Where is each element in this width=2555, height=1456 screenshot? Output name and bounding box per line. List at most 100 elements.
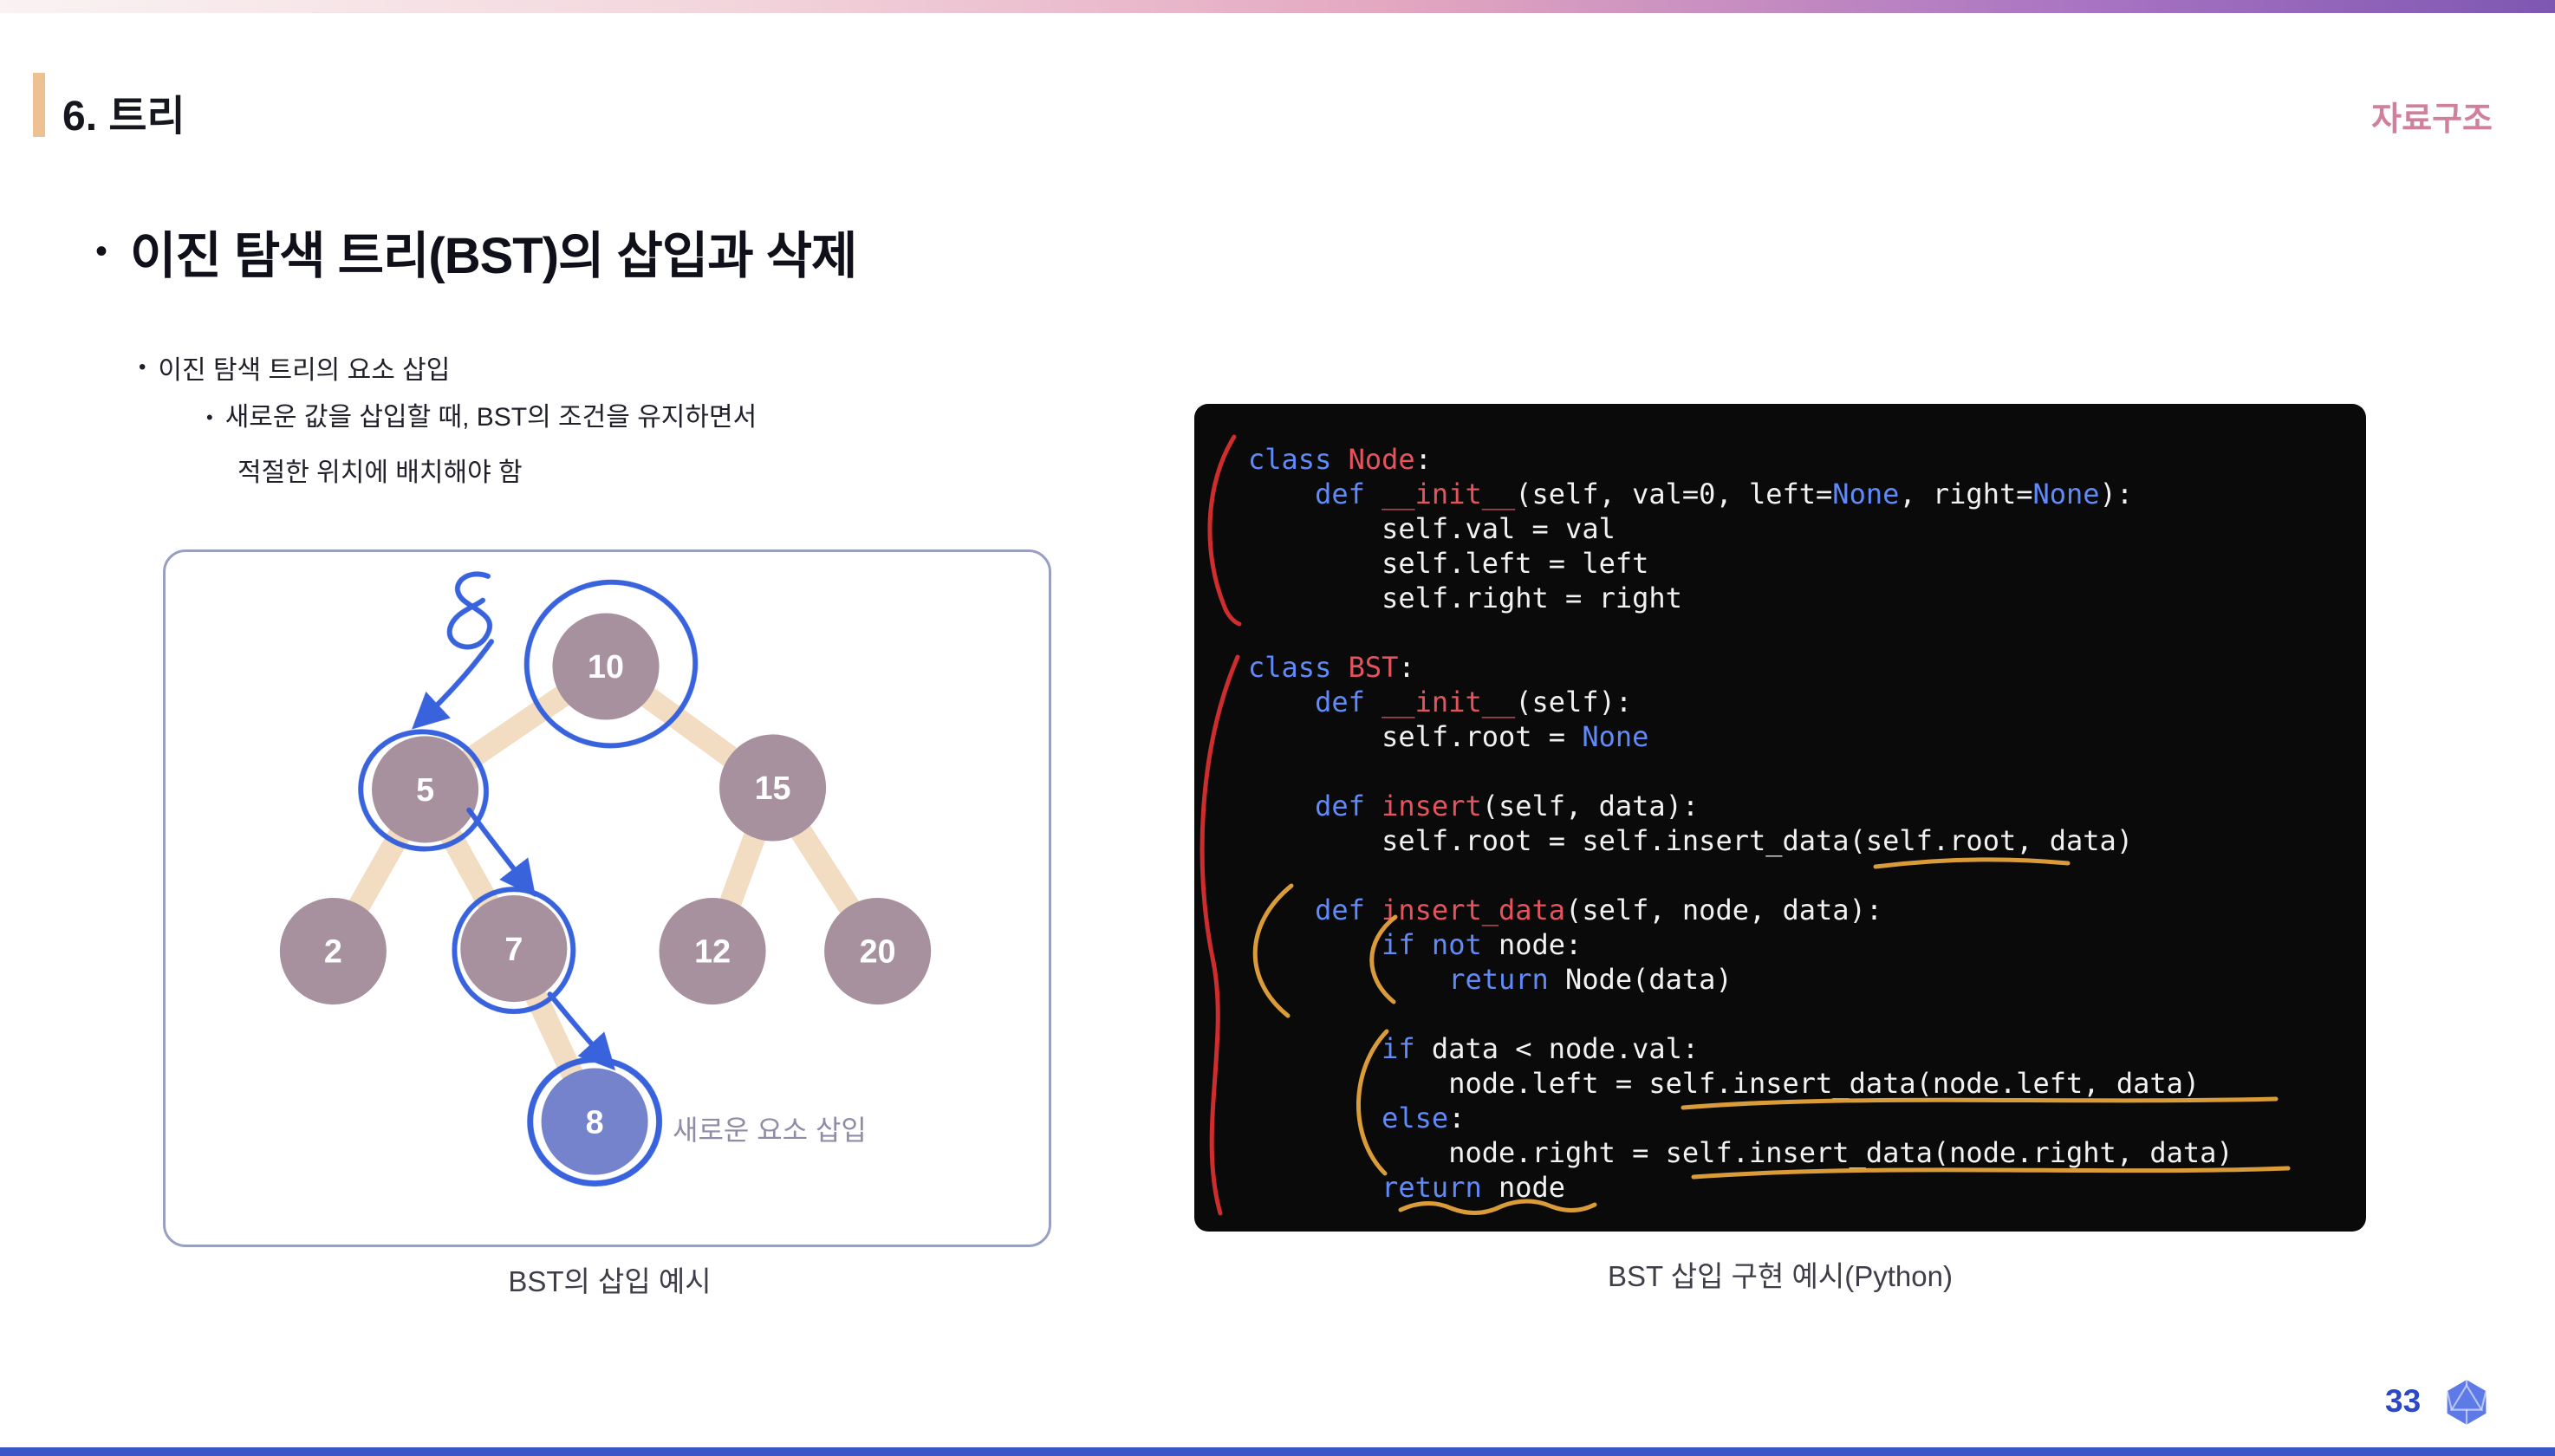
code-token: self.val = val	[1248, 512, 1616, 545]
code-token: ):	[2099, 478, 2134, 510]
code-line	[1248, 754, 2233, 789]
code-token: class	[1248, 651, 1349, 684]
code-token: self.right = right	[1248, 582, 1682, 614]
code-token: node:	[1481, 928, 1583, 961]
code-token: insert	[1382, 790, 1482, 822]
sub-bullet-text: 이진 탐색 트리의 요소 삽입	[158, 356, 451, 385]
sub-sub-line1: 새로운 값을 삽입할 때, BST의 조건을 유지하면서	[224, 403, 757, 432]
main-heading: • 이진 탐색 트리(BST)의 삽입과 삭제	[95, 215, 857, 288]
slide-title: 6. 트리	[62, 94, 185, 140]
code-token: , right=	[1899, 478, 2033, 510]
diagram-caption: BST의 삽입 예시	[508, 1265, 712, 1297]
code-token: (self):	[1515, 686, 1633, 718]
tree-node-new: 8	[541, 1068, 648, 1175]
tree-node: 10	[552, 613, 660, 720]
code-token	[1248, 928, 1382, 961]
tree-node-value: 7	[504, 931, 523, 967]
code-line: node.right = self.insert_data(node.right…	[1248, 1135, 2233, 1170]
handwritten-annotations	[358, 571, 699, 1187]
sub-sub-line2: 적절한 위치에 배치해야 함	[237, 458, 523, 487]
title-accent-bar	[33, 73, 45, 137]
code-token	[1248, 1102, 1382, 1134]
main-heading-text: 이진 탐색 트리(BST)의 삽입과 삭제	[130, 228, 857, 284]
tree-node-value: 15	[755, 770, 791, 806]
code-token: None	[1582, 720, 1649, 753]
code-token: None	[2032, 478, 2100, 510]
code-line: class BST:	[1248, 650, 2233, 685]
code-token	[1248, 1171, 1382, 1204]
tree-node: 20	[824, 898, 932, 1005]
code-line: def insert(self, data):	[1248, 789, 2233, 823]
top-gradient-bar	[0, 0, 2555, 13]
code-token: None	[1832, 478, 1900, 510]
code-token: node	[1481, 1171, 1566, 1204]
code-line: self.val = val	[1248, 511, 2233, 546]
tree-node-value: 20	[860, 933, 896, 970]
bst-diagram-card: 10 5 15 2 7 12 20 8 새로운 요소 삽입	[163, 549, 1051, 1247]
sub-sub-bullet: • 새로운 값을 삽입할 때, BST의 조건을 유지하면서 적절한 위치에 배…	[206, 390, 757, 501]
bst-tree-figure: 10 5 15 2 7 12 20 8	[279, 571, 932, 1187]
circle-around-node-10	[523, 579, 699, 749]
tree-node-value: 2	[324, 933, 342, 970]
code-token: __init__	[1382, 478, 1516, 510]
circle-around-node-5	[358, 729, 489, 852]
code-token: return	[1448, 963, 1549, 996]
code-line: if data < node.val:	[1248, 1031, 2233, 1066]
handwritten-eight	[446, 571, 493, 650]
tree-node: 2	[279, 898, 387, 1005]
code-line: self.root = self.insert_data(self.root, …	[1248, 823, 2233, 858]
logo-icon	[2446, 1380, 2487, 1425]
code-token	[1248, 963, 1448, 996]
tree-node: 15	[719, 734, 827, 842]
code-line: def insert_data(self, node, data):	[1248, 893, 2233, 927]
tree-node: 5	[372, 736, 479, 843]
code-line: if not node:	[1248, 927, 2233, 962]
code-token: node.right = self.insert_data(node.right…	[1248, 1136, 2233, 1169]
code-panel: class Node: def __init__(self, val=0, le…	[1194, 404, 2366, 1232]
code-token: __init__	[1382, 686, 1516, 718]
code-token: :	[1414, 443, 1432, 476]
code-token	[1248, 894, 1315, 926]
code-line: self.left = left	[1248, 546, 2233, 581]
code-token: if	[1382, 1032, 1415, 1065]
code-line: def __init__(self, val=0, left=None, rig…	[1248, 477, 2233, 511]
code-line: def __init__(self):	[1248, 685, 2233, 719]
tree-nodes: 10 5 15 2 7 12 20 8	[279, 613, 932, 1175]
code-token: data < node.val:	[1414, 1032, 1700, 1065]
code-token: :	[1448, 1102, 1466, 1134]
code-token: def	[1315, 790, 1382, 822]
tree-node-value: 5	[416, 771, 434, 808]
code-token: else	[1382, 1102, 1449, 1134]
course-label: 자료구조	[2371, 101, 2493, 138]
tree-node-value: 8	[586, 1103, 604, 1140]
code-line	[1248, 615, 2233, 650]
tree-node: 7	[460, 895, 568, 1003]
code-line: return node	[1248, 1170, 2233, 1205]
tree-node: 12	[659, 898, 766, 1005]
insert-annotation-label: 새로운 요소 삽입	[673, 1115, 867, 1146]
code-caption: BST 삽입 구현 예시(Python)	[1608, 1260, 1953, 1292]
tree-node-value: 10	[588, 648, 624, 685]
code-token: (self, val=0, left=	[1515, 478, 1833, 510]
page-number: 33	[2385, 1383, 2422, 1419]
code-token	[1248, 790, 1315, 822]
code-token	[1248, 686, 1315, 718]
code-token: return	[1382, 1171, 1482, 1204]
tree-node-value: 12	[694, 933, 731, 970]
bullet-marker: •	[206, 406, 213, 428]
code-token: (self, data):	[1481, 790, 1700, 822]
code-line: self.right = right	[1248, 581, 2233, 615]
code-token: def	[1315, 894, 1382, 926]
code-token: insert_data	[1382, 894, 1566, 926]
code-token: self.left = left	[1248, 547, 1649, 580]
code-block: class Node: def __init__(self, val=0, le…	[1194, 404, 2233, 1205]
circle-around-node-7	[452, 887, 576, 1014]
code-token: (self, node, data):	[1565, 894, 1883, 926]
sub-bullet: • 이진 탐색 트리의 요소 삽입	[139, 348, 450, 387]
code-token: def	[1315, 478, 1382, 510]
ring-around-new-node-8	[527, 1056, 663, 1187]
code-line	[1248, 997, 2233, 1031]
code-line	[1248, 858, 2233, 893]
code-token: node.left = self.insert_data(node.left, …	[1248, 1067, 2201, 1100]
